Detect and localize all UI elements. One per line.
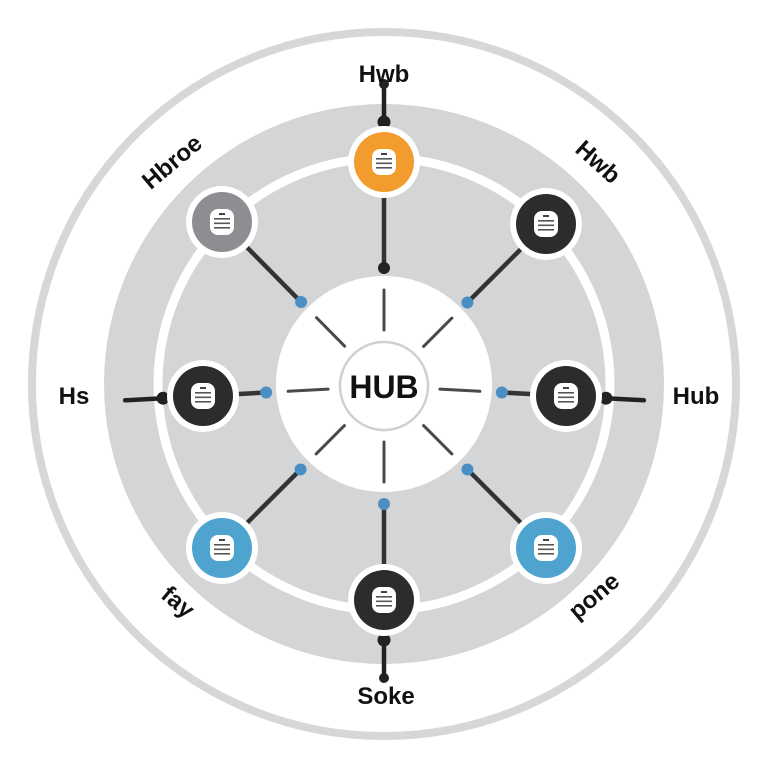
node-label-left: Hs [59, 383, 90, 410]
node-label-top: Hwb [359, 61, 410, 88]
hub-circle[interactable] [338, 340, 430, 432]
hub[interactable]: HUB [338, 340, 430, 432]
node-top-right[interactable] [510, 188, 582, 260]
label-connector-dot-right [599, 391, 613, 405]
spoke-top-right [465, 247, 523, 305]
document-icon [534, 535, 558, 561]
nodes [167, 126, 602, 636]
document-icon [372, 587, 396, 613]
node-top[interactable] [348, 126, 420, 198]
label-connector-end-top [379, 79, 389, 89]
outer-ring [28, 28, 740, 740]
spoke-bottom-left [245, 467, 303, 525]
connector-dot-right [495, 386, 508, 399]
node-label-top-right: Hwb [570, 135, 626, 189]
node-right[interactable] [530, 360, 602, 432]
connector-dot-bottom-left [294, 463, 307, 476]
document-icon [554, 383, 578, 409]
document-icon [534, 211, 558, 237]
node-bottom[interactable] [348, 564, 420, 636]
spoke-bottom-right [465, 467, 523, 525]
label-connector-dot-top [377, 115, 391, 129]
node-top-left[interactable] [186, 186, 258, 258]
hub-label: HUB [349, 369, 418, 405]
inner-spoke-top-right [422, 316, 454, 348]
inner-spoke-right [438, 387, 482, 393]
connector-dot-bottom [378, 498, 390, 510]
spoke-top-left [245, 245, 304, 305]
document-icon [210, 209, 234, 235]
document-icon [210, 535, 234, 561]
inner-spoke-left [286, 387, 330, 393]
node-label-right: Hub [673, 383, 720, 410]
inner-spoke-bottom-right [422, 424, 454, 456]
node-label-bottom: Soke [357, 683, 414, 710]
spokes [122, 79, 647, 683]
connector-dot-top-left [295, 296, 308, 309]
document-icon [372, 149, 396, 175]
connector-dot-top [378, 262, 390, 274]
connector-dot-left [260, 386, 273, 399]
label-connector-end-bottom [379, 673, 389, 683]
inner-spoke-bottom-left [314, 424, 346, 456]
document-icon [191, 383, 215, 409]
connector-dot-bottom-right [461, 463, 474, 476]
label-connector-dot-bottom [377, 633, 391, 647]
node-left[interactable] [167, 360, 239, 432]
label-connector-dot-left [156, 391, 170, 405]
inner-spoke-top-left [315, 316, 347, 348]
connector-dot-top-right [461, 296, 474, 309]
node-bottom-left[interactable] [186, 512, 258, 584]
node-bottom-right[interactable] [510, 512, 582, 584]
